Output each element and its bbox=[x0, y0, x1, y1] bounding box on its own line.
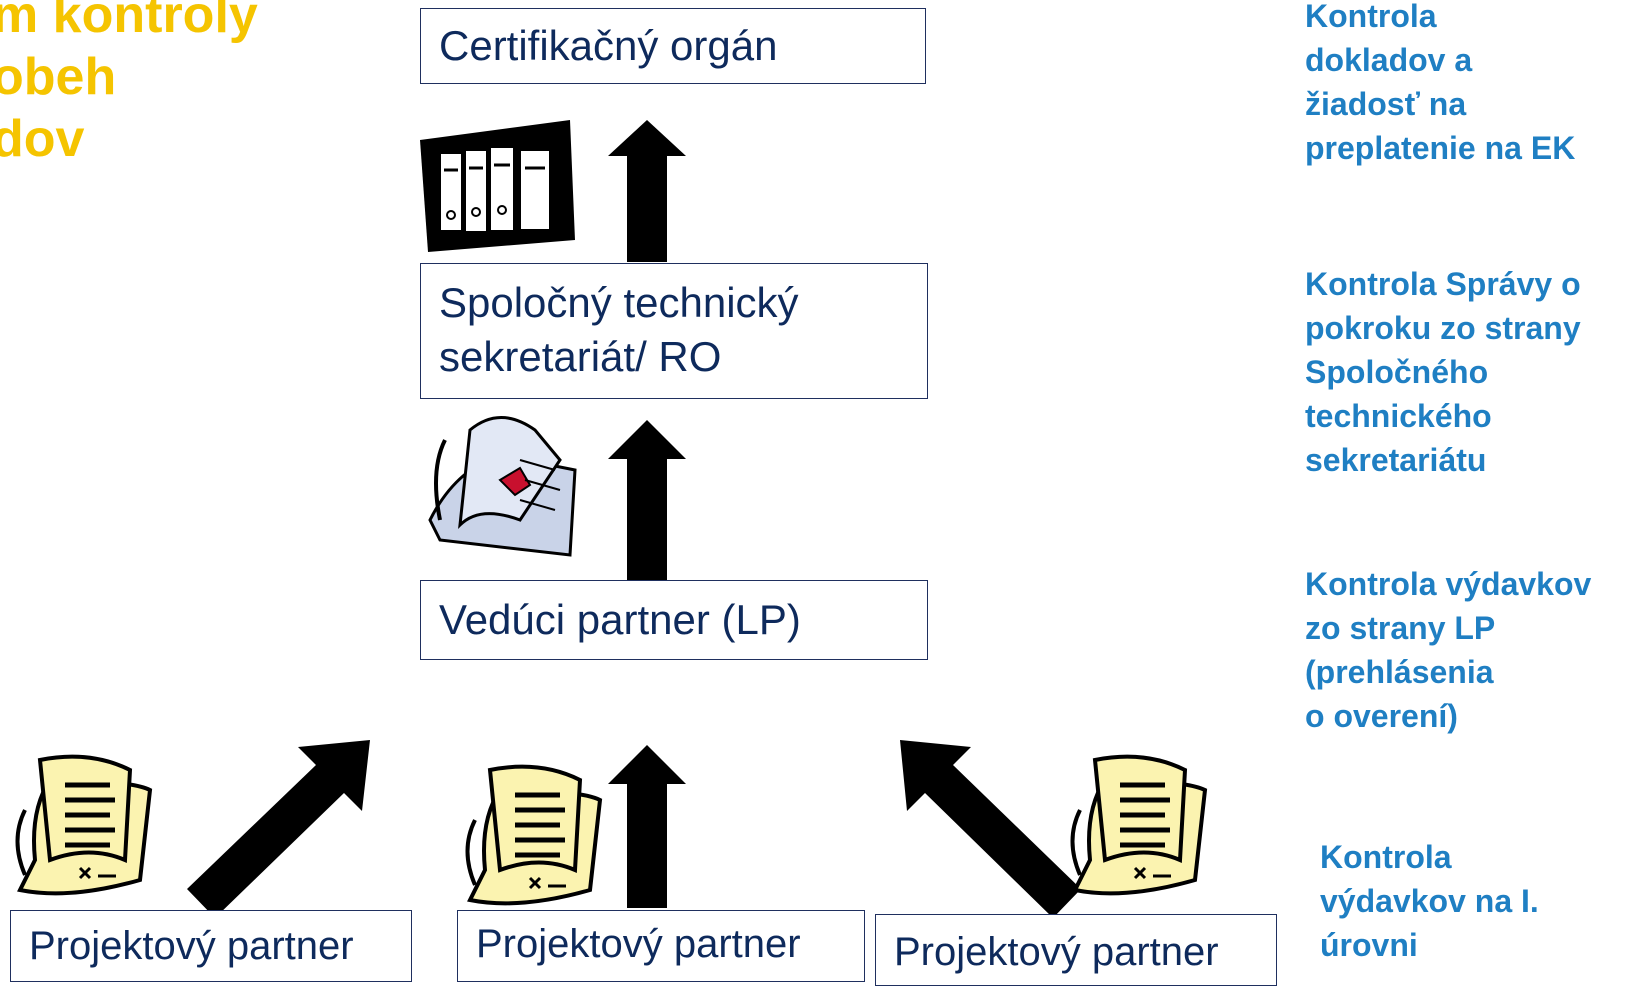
box-spolocny-technicky-sekretariat: Spoločný technický sekretariát/ RO bbox=[420, 263, 928, 399]
note-kontrola-vydavkov-prva-uroven: Kontrola výdavkov na I. úrovni bbox=[1320, 835, 1539, 967]
report-document-icon bbox=[428, 416, 577, 557]
note-2-line-4: technického bbox=[1305, 398, 1492, 434]
box-sts-label-line-1: Spoločný technický bbox=[439, 279, 799, 326]
box-projektovy-partner-3-label: Projektový partner bbox=[894, 930, 1219, 974]
note-1-line-1: Kontrola bbox=[1305, 0, 1437, 34]
note-kontrola-dokladov: Kontrola dokladov a žiadosť na preplaten… bbox=[1305, 0, 1575, 170]
arrow-up-pp2-to-lp bbox=[608, 745, 686, 908]
note-4-line-3: úrovni bbox=[1320, 927, 1418, 963]
box-projektovy-partner-1: Projektový partner bbox=[10, 910, 412, 982]
scroll-document-icon bbox=[465, 764, 603, 906]
note-4-line-2: výdavkov na I. bbox=[1320, 883, 1539, 919]
arrow-up-sts-to-cert bbox=[608, 120, 686, 262]
title-line-1: m kontroly bbox=[0, 0, 258, 44]
box-certifikacny-organ: Certifikačný orgán bbox=[420, 8, 926, 84]
box-projektovy-partner-2: Projektový partner bbox=[457, 910, 865, 982]
note-kontrola-spravy: Kontrola Správy o pokroku zo strany Spol… bbox=[1305, 262, 1581, 482]
box-projektovy-partner-1-label: Projektový partner bbox=[29, 924, 354, 968]
arrow-diag-pp1-to-lp bbox=[187, 740, 370, 918]
box-veduci-partner: Vedúci partner (LP) bbox=[420, 580, 928, 660]
note-4-line-1: Kontrola bbox=[1320, 839, 1452, 875]
note-3-line-1: Kontrola výdavkov bbox=[1305, 566, 1592, 602]
scroll-document-icon bbox=[1070, 754, 1208, 896]
note-2-line-3: Spoločného bbox=[1305, 354, 1489, 390]
note-1-line-2: dokladov a bbox=[1305, 42, 1473, 78]
note-2-line-1: Kontrola Správy o bbox=[1305, 266, 1581, 302]
note-3-line-3: (prehlásenia bbox=[1305, 654, 1494, 690]
note-1-line-3: žiadosť na bbox=[1305, 86, 1467, 122]
note-kontrola-vydavkov-lp: Kontrola výdavkov zo strany LP (prehláse… bbox=[1305, 562, 1591, 738]
binders-icon bbox=[420, 120, 575, 252]
box-sts-label-line-2: sekretariát/ RO bbox=[439, 333, 722, 380]
note-2-line-5: sekretariátu bbox=[1305, 442, 1487, 478]
box-projektovy-partner-2-label: Projektový partner bbox=[476, 922, 801, 966]
note-3-line-2: zo strany LP bbox=[1305, 610, 1496, 646]
note-3-line-4: o overení) bbox=[1305, 698, 1458, 734]
note-2-line-2: pokroku zo strany bbox=[1305, 310, 1581, 346]
note-1-line-4: preplatenie na EK bbox=[1305, 130, 1576, 166]
box-projektovy-partner-3: Projektový partner bbox=[875, 914, 1277, 986]
scroll-document-icon bbox=[15, 754, 153, 896]
box-certifikacny-organ-label: Certifikačný orgán bbox=[439, 22, 778, 69]
title-line-3: dov bbox=[0, 110, 85, 168]
title-line-2: obeh bbox=[0, 48, 117, 106]
arrow-diag-pp3-to-lp bbox=[900, 740, 1081, 918]
arrow-up-lp-to-sts bbox=[608, 420, 686, 580]
box-veduci-partner-label: Vedúci partner (LP) bbox=[439, 596, 801, 643]
